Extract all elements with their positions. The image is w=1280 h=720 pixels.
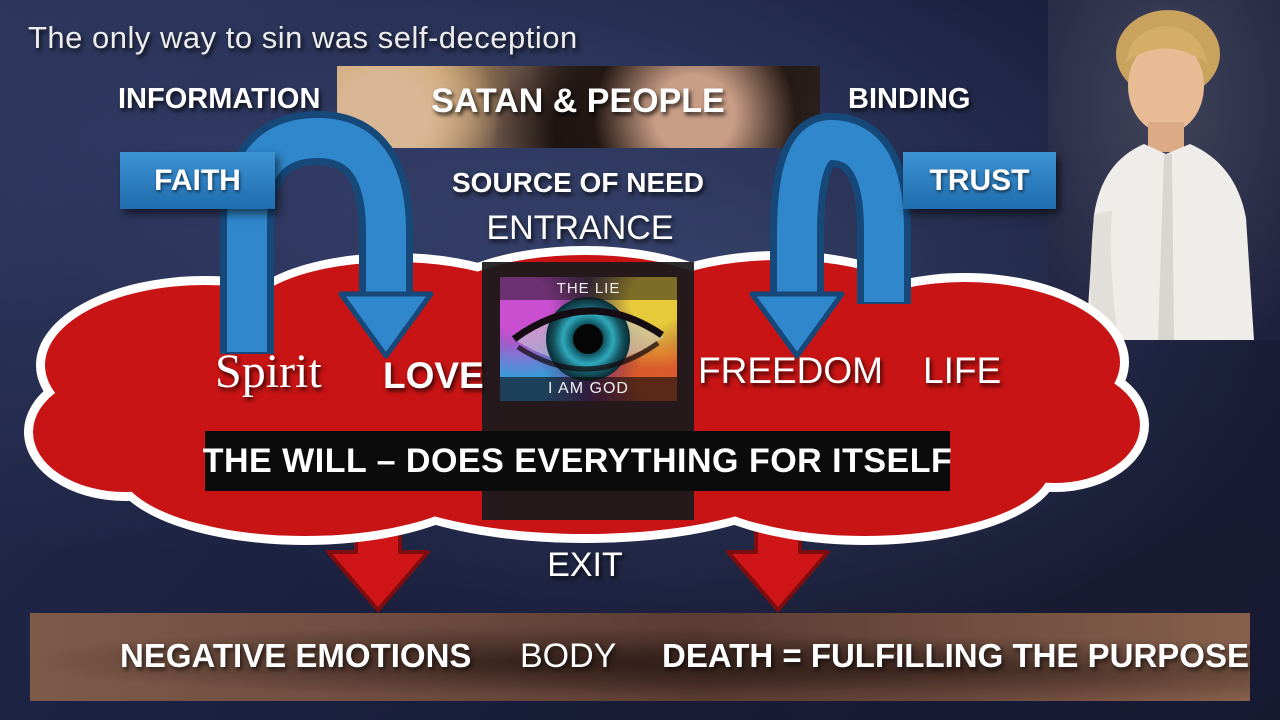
cloud-label-freedom: FREEDOM	[698, 350, 883, 391]
label-negative-emotions: NEGATIVE EMOTIONS	[120, 637, 472, 674]
faith-box: FAITH	[120, 152, 275, 209]
presenter-photo-art	[1048, 0, 1280, 340]
cloud-label-life: LIFE	[923, 350, 1002, 391]
satan-people-photo	[337, 66, 820, 148]
will-banner: THE WILL – DOES EVERYTHING FOR ITSELF	[202, 431, 953, 491]
cloud-label-spirit: Spirit	[215, 345, 322, 398]
bottom-bar: NEGATIVE EMOTIONS BODY DEATH = FULFILLIN…	[30, 613, 1250, 701]
label-satan-and-people: SATAN & PEOPLE	[431, 82, 725, 120]
red-arrow-right	[726, 468, 830, 612]
label-information: INFORMATION	[118, 83, 321, 115]
trust-box: TRUST	[903, 152, 1056, 209]
i-am-god-caption: I AM GOD	[500, 377, 677, 401]
red-arrow-left	[326, 468, 430, 612]
label-exit: EXIT	[547, 546, 623, 584]
the-lie-caption: THE LIE	[500, 277, 677, 300]
trust-box-label: TRUST	[929, 163, 1030, 197]
faith-box-label: FAITH	[154, 163, 241, 197]
label-source-of-need: SOURCE OF NEED	[451, 167, 705, 198]
eye-image: THE LIE I AM GOD	[500, 277, 677, 401]
slide-title: The only way to sin was self-deception	[28, 20, 578, 55]
label-death-purpose: DEATH = FULFILLING THE PURPOSE	[662, 637, 1249, 674]
presenter-photo	[1048, 0, 1280, 340]
blue-arrow-right	[749, 112, 911, 359]
will-banner-label: THE WILL – DOES EVERYTHING FOR ITSELF	[202, 441, 953, 480]
cloud-label-love: LOVE	[383, 355, 484, 396]
label-binding: BINDING	[848, 83, 971, 115]
label-body: BODY	[520, 637, 617, 675]
label-entrance: ENTRANCE	[486, 209, 674, 247]
